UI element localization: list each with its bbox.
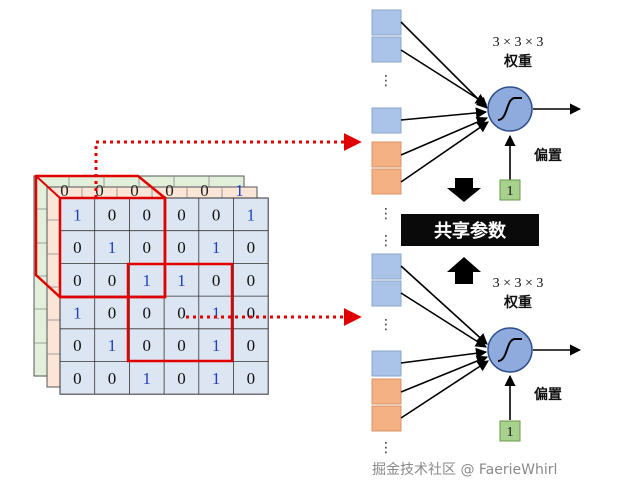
svg-text:⋮: ⋮ (379, 206, 393, 222)
matrix-cell: 0 (247, 303, 256, 322)
matrix-cell: 0 (108, 271, 117, 290)
bias-top-value: 1 (507, 184, 514, 199)
matrix-cell: 0 (108, 369, 117, 388)
matrix-cell: 1 (143, 369, 152, 388)
receptive-field-bottom (126, 262, 234, 363)
neuron-top-connections (400, 21, 582, 183)
matrix-cell: 1 (73, 205, 82, 224)
svg-text:⋮: ⋮ (379, 317, 393, 333)
matrix-cell: 1 (73, 303, 82, 322)
matrix-cell: 1 (212, 369, 221, 388)
bias-bottom-value: 1 (507, 425, 514, 440)
matrix-cell: 0 (143, 238, 152, 257)
svg-text:⋮: ⋮ (379, 440, 393, 456)
matrix-cell: 0 (177, 369, 186, 388)
input-column-bottom: ⋮ ⋮ ⋮ (371, 233, 402, 456)
matrix-cell: 0 (73, 238, 82, 257)
matrix-cell: 0 (212, 271, 221, 290)
shared-params: 共享参数 (401, 178, 539, 284)
back-layer-cell: 0 (60, 181, 69, 200)
back-layer-top-row: 0 0 0 0 0 1 (60, 181, 244, 200)
watermark-text: 掘金技术社区 @ FaerieWhirl (372, 462, 557, 478)
sigmoid-icon (497, 97, 522, 121)
matrix-cell: 0 (143, 303, 152, 322)
sigmoid-icon (497, 338, 522, 362)
matrix-cell: 0 (247, 336, 256, 355)
weights-dims-top: 3 × 3 × 3 (493, 35, 544, 50)
receptive-field-top (34, 174, 167, 299)
matrix-cell: 0 (212, 205, 221, 224)
weights-label-bottom: 权重 (503, 294, 532, 311)
matrix-cell: 0 (247, 271, 256, 290)
shared-params-label: 共享参数 (434, 220, 507, 242)
connection-top-arrow (94, 133, 362, 198)
back-layer-cell: 1 (235, 181, 244, 200)
back-layer-cell: 0 (200, 181, 209, 200)
matrix-cell: 1 (212, 336, 221, 355)
matrix-cell: 1 (108, 238, 117, 257)
bias-label-top: 偏置 (534, 147, 562, 164)
matrix-cell: 0 (73, 336, 82, 355)
bias-top: 1 (499, 179, 521, 201)
input-column-top: ⋮ ⋮ (371, 9, 402, 222)
matrix-cell: 1 (177, 271, 186, 290)
matrix-cell: 0 (177, 303, 186, 322)
matrix-cell: 0 (108, 205, 117, 224)
neuron-top (487, 86, 533, 132)
matrix-cell: 0 (108, 303, 117, 322)
neuron-bottom (487, 327, 533, 373)
back-layer-cell: 0 (95, 181, 104, 200)
matrix-cell: 1 (247, 205, 256, 224)
matrix-cell: 0 (177, 205, 186, 224)
matrix-cell: 0 (143, 336, 152, 355)
matrix-cell: 1 (212, 303, 221, 322)
neuron-bottom-connections (400, 265, 582, 420)
bias-label-bottom: 偏置 (534, 386, 562, 403)
matrix-cell: 0 (177, 238, 186, 257)
weights-dims-bottom: 3 × 3 × 3 (493, 276, 544, 291)
back-layer-cell: 0 (165, 181, 174, 200)
svg-text:⋮: ⋮ (379, 73, 393, 89)
matrix-cell: 0 (73, 369, 82, 388)
down-arrow-icon (447, 178, 481, 202)
matrix-cell: 0 (247, 369, 256, 388)
weights-label-top: 权重 (503, 53, 532, 70)
matrix-cell: 1 (212, 238, 221, 257)
back-layer-cell: 0 (130, 181, 139, 200)
matrix-cell: 0 (73, 271, 82, 290)
matrix-cell: 1 (143, 271, 152, 290)
matrix-cell: 1 (108, 336, 117, 355)
up-arrow-icon (447, 257, 481, 284)
matrix-cell: 0 (247, 238, 256, 257)
bias-bottom: 1 (499, 420, 521, 442)
matrix-cell: 0 (177, 336, 186, 355)
svg-text:⋮: ⋮ (379, 233, 393, 249)
matrix-cell: 0 (143, 205, 152, 224)
